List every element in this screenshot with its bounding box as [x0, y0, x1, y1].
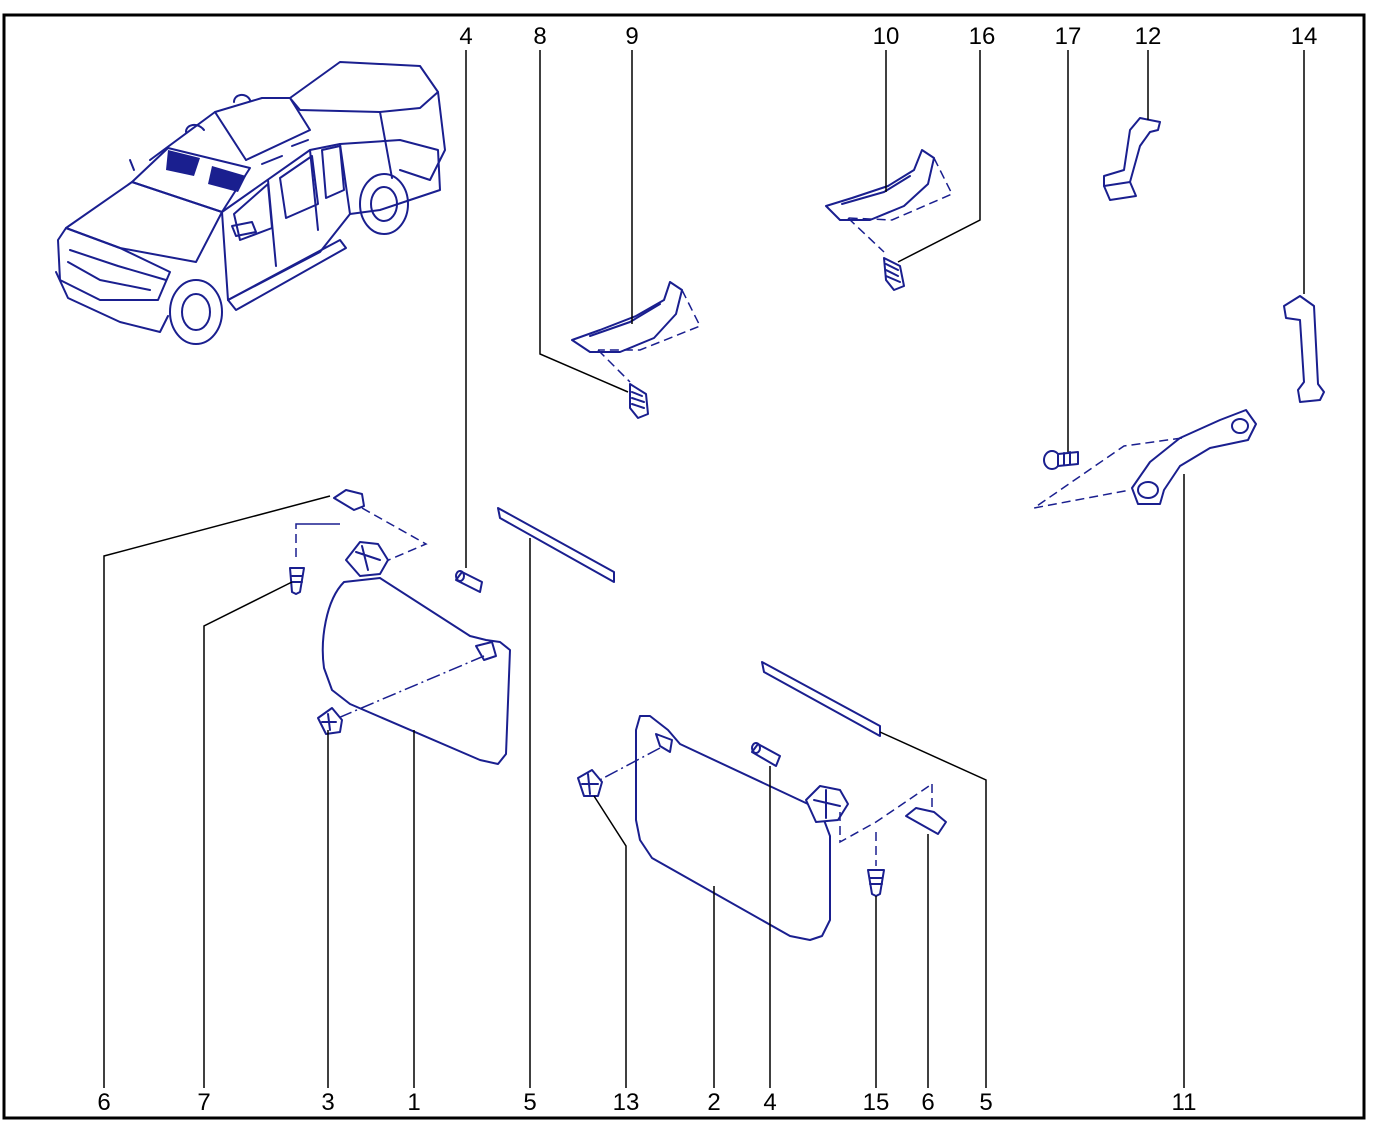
part-8-bolt — [629, 383, 649, 419]
callout-number: 6 — [921, 1089, 934, 1116]
callout-number: 9 — [625, 23, 638, 50]
part-4-pin-right — [751, 742, 781, 767]
part-15-screw — [867, 832, 885, 897]
part-1-sun-visor-left — [321, 541, 511, 765]
part-6-cover-cap-right — [905, 807, 947, 835]
callout-number: 11 — [1172, 1089, 1197, 1116]
leader-lines — [103, 50, 1305, 1088]
callout-number: 1 — [407, 1089, 420, 1116]
callout-number: 7 — [197, 1089, 210, 1116]
part-12-grip-handle — [1103, 117, 1161, 201]
part-2-sun-visor-right — [595, 715, 831, 941]
callout-number: 3 — [321, 1089, 334, 1116]
callout-number: 17 — [1055, 23, 1082, 50]
callout-number: 14 — [1291, 23, 1318, 50]
diagram-frame — [2, 13, 1366, 1120]
callout-number: 13 — [613, 1089, 640, 1116]
callout-number: 16 — [969, 23, 996, 50]
part-13-visor-clip — [577, 769, 603, 797]
part-10-assist-grip — [825, 149, 954, 253]
callout-number: 5 — [979, 1089, 992, 1116]
vehicle-overview-illustration — [55, 61, 446, 345]
part-5-trim-strip-left — [497, 507, 615, 583]
part-5-trim-strip-right — [761, 661, 881, 737]
callout-number: 4 — [459, 23, 472, 50]
callout-number: 12 — [1135, 23, 1162, 50]
callout-number: 6 — [97, 1089, 110, 1116]
callout-numbers-bottom: 6 7 3 1 5 13 2 4 15 6 5 11 — [97, 1089, 1196, 1116]
part-11-assist-grip — [1033, 409, 1257, 509]
part-7-screw — [289, 523, 340, 595]
part-6-cover-cap-left — [333, 489, 428, 563]
callout-number: 5 — [523, 1089, 536, 1116]
part-14-grip-handle — [1283, 295, 1325, 403]
part-3-visor-clip — [317, 707, 343, 735]
callout-numbers-top: 4 8 9 10 16 17 12 14 — [459, 23, 1317, 50]
callout-number: 2 — [707, 1089, 720, 1116]
callout-number: 8 — [533, 23, 546, 50]
callout-number: 4 — [763, 1089, 776, 1116]
part-16-bolt — [883, 257, 905, 291]
callout-number: 10 — [873, 23, 900, 50]
part-17-bolt — [1043, 450, 1079, 470]
part-4-pin-left — [455, 570, 483, 593]
part-9-assist-grip — [571, 281, 702, 383]
right-visor-bracket — [805, 783, 933, 844]
callout-number: 15 — [863, 1089, 890, 1116]
